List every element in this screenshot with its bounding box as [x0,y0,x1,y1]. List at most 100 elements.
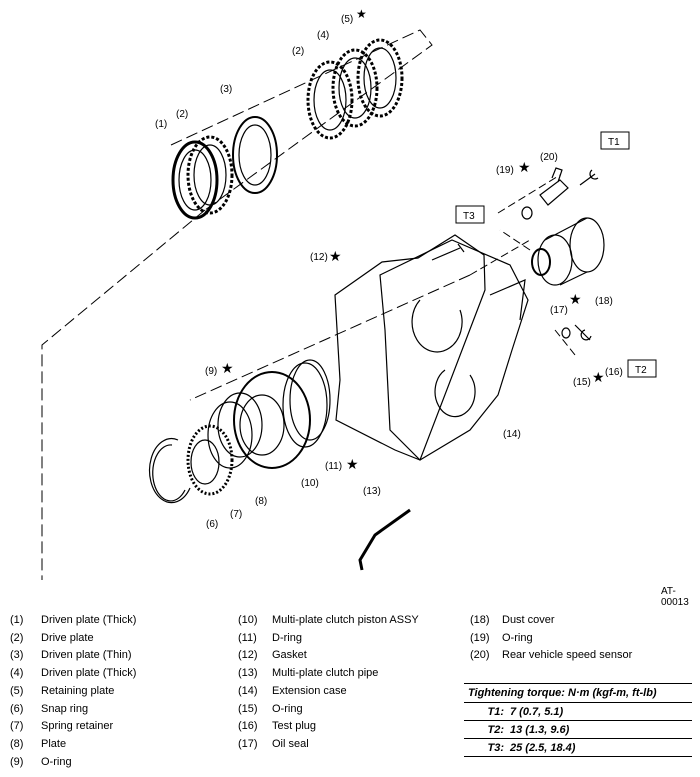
legend-item: (12) Gasket [238,647,419,665]
legend-item: (8) Plate [10,736,136,754]
torque-row: T1:7 (0.7, 5.1) [464,703,692,721]
callout-3: (3) [220,84,232,95]
d-ring [289,359,331,441]
legend-num: (19) [470,631,490,644]
t1-box [600,131,630,150]
legend-num: (4) [10,667,24,680]
legend-label: Extension case [272,684,347,697]
legend-item: (4)Driven plate (Thick) [10,665,136,683]
callout-5: (5) [341,14,353,25]
t1-label: T1 [608,137,620,148]
callout-13: (13) [363,486,381,497]
legend-item: (15) O-ring [238,701,419,719]
callout-18: (18) [595,296,613,307]
legend-label: Plate [41,737,67,750]
tightening-torque-table: Tightening torque: N·m (kgf-m, ft-lb) T1… [464,683,692,757]
legend-item: (2)Drive plate [10,630,136,648]
legend-label: Test plug [272,720,317,733]
legend-label: Multi-plate clutch piston ASSY [272,614,419,626]
legend-label: O-ring [272,702,303,715]
legend-column-1: (1) Driven plate (Thick) (2)Drive plate (… [10,612,136,771]
legend-num: (18) [470,614,490,626]
callout-16: (16) [605,367,623,378]
oil-seal [531,248,551,276]
clutch-plate-2b [306,60,354,140]
legend-label: Retaining plate [41,684,115,697]
clutch-plate-2a [186,135,234,215]
legend-item: (13) Multi-plate clutch pipe [238,665,419,683]
legend-label: Driven plate (Thin) [41,649,132,662]
callout-1: (1) [155,119,167,130]
star-17: ★ [569,291,582,307]
legend-item: (1) Driven plate (Thick) [10,612,136,630]
legend-label: Gasket [272,649,307,662]
torque-label: T2: [487,724,505,736]
callout-10: (10) [301,478,319,489]
callout-8: (8) [255,496,267,507]
legend-label: Oil seal [272,737,309,750]
clutch-plate-5 [356,38,404,118]
exploded-view-diagram: (1) (2) (3) (2) (4) (5) (19) (20) (12) (… [41,7,657,580]
gasket [334,234,486,461]
star-12: ★ [329,248,342,264]
legend-num: (14) [238,684,258,697]
legend-label: Multi-plate clutch pipe [272,667,379,680]
legend-item: (10) Multi-plate clutch piston ASSY [238,612,419,630]
legend-item: (7)Spring retainer [10,718,136,736]
legend-num: (8) [10,737,24,750]
t2-box [627,359,657,378]
legend-num: (13) [238,667,258,680]
clutch-piston-assy [233,362,328,469]
callout-2a: (2) [176,109,188,120]
assembly-dash-line [41,29,471,580]
legend-label: D-ring [272,631,302,644]
legend-label: Driven plate (Thick) [41,614,137,626]
test-plug [574,324,592,341]
legend-num: (12) [238,649,258,662]
legend-num: (11) [238,631,257,644]
t2-label: T2 [635,365,647,376]
legend-column-3: (18) Dust cover (19)O-ring (20)Rear vehic… [470,612,632,665]
t3-label: T3 [463,211,475,222]
legend-num: (15) [238,702,258,715]
torque-label: T3: [487,742,505,754]
legend-item: (17)Oil seal [238,736,419,754]
case-bolt-t3 [431,243,465,261]
legend-item: (19)O-ring [470,630,632,648]
callout-4: (4) [317,30,329,41]
legend-item: (14) Extension case [238,683,419,701]
dust-cover [537,217,605,286]
legend-item: (11) D-ring [238,630,419,648]
legend-label: Spring retainer [41,720,114,733]
callout-14: (14) [503,429,521,440]
legend-label: Rear vehicle speed sensor [502,649,633,662]
clutch-plate-1 [171,140,219,220]
legend-label: O-ring [41,755,72,768]
star-5: ★ [356,7,367,21]
legend-num: (10) [238,614,258,626]
legend-item: (20)Rear vehicle speed sensor [470,647,632,665]
star-19: ★ [518,159,531,175]
star-15: ★ [592,369,605,385]
callout-9: (9) [205,366,217,377]
spring-retainer [186,424,234,496]
callout-2b: (2) [292,46,304,57]
star-9: ★ [221,360,234,376]
legend-label: Dust cover [502,614,555,626]
callout-6: (6) [206,519,218,530]
sensor-bolt [579,169,599,186]
legend-num: (6) [10,702,24,715]
legend-num: (1) [10,614,24,626]
legend-label: Snap ring [41,702,89,715]
legend-item: (5)Retaining plate [10,683,136,701]
legend-item: (3)Driven plate (Thin) [10,647,136,665]
callout-19: (19) [496,165,514,176]
sensor-dash-line [497,174,576,356]
callout-15: (15) [573,377,591,388]
o-ring-19 [521,206,533,220]
legend-num: (2) [10,631,24,644]
speed-sensor [539,167,569,206]
torque-value: 25 (2.5, 18.4) [510,742,576,754]
callout-20: (20) [540,152,558,163]
callout-17: (17) [550,305,568,316]
